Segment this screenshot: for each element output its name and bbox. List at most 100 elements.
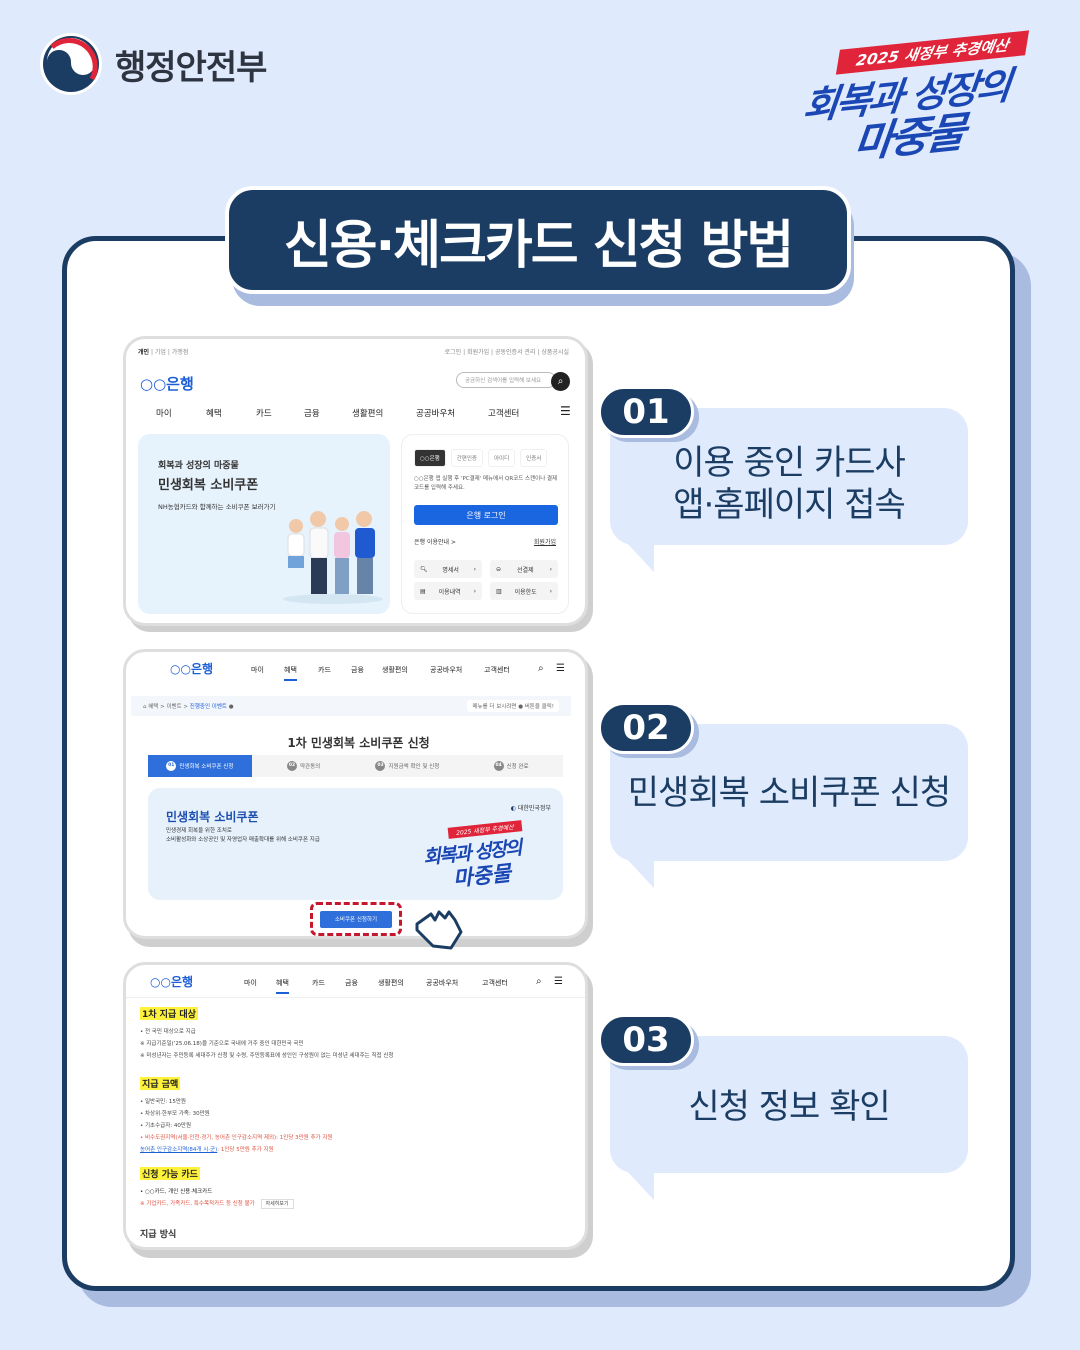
nav-my[interactable]: 마이 bbox=[156, 409, 172, 419]
products-link[interactable]: 상품공시실 bbox=[541, 349, 569, 356]
nav-finance[interactable]: 금융 bbox=[351, 666, 364, 674]
login-tab-cert[interactable]: 인증서 bbox=[520, 449, 548, 467]
signup-link[interactable]: 회원가입 bbox=[533, 539, 556, 546]
nav-card[interactable]: 카드 bbox=[312, 979, 325, 987]
login-tab-bank[interactable]: ○○은행 bbox=[414, 449, 446, 467]
login-link[interactable]: 로그인 bbox=[444, 349, 462, 356]
login-panel: ○○은행 간편인증 아이디 인증서 ○○은행 앱 실행 후 'PC결제' 메뉴에… bbox=[401, 434, 569, 614]
quick-history[interactable]: ▤이용내역› bbox=[414, 582, 482, 600]
login-desc: ○○은행 앱 실행 후 'PC결제' 메뉴에서 QR코드 스캔이나 결제코드를 … bbox=[414, 476, 558, 491]
target-line: ※ 지급기준일('25.06.18)을 기준으로 국내에 거주 중인 대한민국 … bbox=[140, 1041, 304, 1047]
chart-icon: ▥ bbox=[496, 587, 502, 595]
signup-link[interactable]: 회원가입 bbox=[467, 349, 490, 356]
coupon-info-box: 민생회복 소비쿠폰 민생경제 회복을 위한 조치로 소비활성화와 소상공인 및 … bbox=[148, 788, 563, 900]
crumb-event[interactable]: 이벤트 bbox=[166, 704, 182, 710]
menu-icon[interactable]: ☰ bbox=[556, 663, 565, 674]
step3-text: 신청 정보 확인 bbox=[688, 1087, 890, 1127]
nav-benefits-active[interactable]: 혜택 bbox=[284, 665, 297, 681]
crumb-benefits[interactable]: 혜택 bbox=[148, 704, 159, 710]
search-input[interactable]: 궁금하신 검색어를 입력해 보세요 bbox=[456, 372, 556, 388]
nav-life[interactable]: 생활편의 bbox=[352, 409, 384, 419]
bank-logo[interactable]: ○○은행 bbox=[140, 375, 194, 393]
quick-label: 이용한도 bbox=[514, 588, 537, 596]
gov-label: ◐ 대한민국정부 bbox=[510, 805, 551, 812]
search-icon[interactable]: ⌕ bbox=[536, 976, 542, 987]
nav-life[interactable]: 생활편의 bbox=[378, 979, 404, 987]
rural-area-link[interactable]: 농어촌 인구감소지역(84개 시·군) bbox=[140, 1147, 218, 1153]
prepay-icon: ⊖ bbox=[496, 565, 502, 573]
target-heading: 1차 지급 대상 bbox=[140, 1007, 198, 1020]
taegeuk-icon bbox=[43, 36, 99, 92]
nav-benefits[interactable]: 혜택 bbox=[206, 409, 222, 419]
amount-line: • 일반국민: 15만원 bbox=[140, 1099, 186, 1105]
nav-voucher[interactable]: 공공바우처 bbox=[426, 979, 459, 987]
apply-coupon-button[interactable]: 소비쿠폰 신청하기 bbox=[320, 910, 392, 928]
nav-life[interactable]: 생활편의 bbox=[382, 666, 408, 674]
screenshot-coupon-apply: ○○은행 마이 혜택 카드 금융 생활편의 공공바우처 고객센터 ⌕ ☰ ⌂ 혜… bbox=[123, 649, 588, 950]
bank-login-button[interactable]: 은행 로그인 bbox=[414, 505, 558, 525]
method-heading: 지급 방식 bbox=[140, 1230, 177, 1240]
cards-line: • ○○카드, 개인 신용·체크카드 bbox=[140, 1189, 213, 1195]
login-tab-simple[interactable]: 간편인증 bbox=[450, 449, 483, 467]
certificate-link[interactable]: 공동인증서 관리 bbox=[494, 349, 536, 356]
step1-number-badge: 01 bbox=[598, 386, 694, 438]
quick-label: 선결제 bbox=[517, 566, 534, 574]
login-tab-id[interactable]: 아이디 bbox=[487, 449, 516, 467]
target-section: 1차 지급 대상 • 전 국민 대상으로 지급 ※ 지급기준일('25.06.1… bbox=[140, 1007, 393, 1062]
magnifier-icon: 🔍︎ bbox=[420, 565, 428, 573]
page-title: 신용·체크카드 신청 방법 bbox=[225, 186, 851, 294]
coupon-desc2: 소비활성화와 소상공인 및 자영업자 매출확대를 위해 소비쿠폰 지급 bbox=[166, 837, 320, 843]
taegeuk-icon: ◐ bbox=[510, 805, 516, 812]
screenshot-bank-home: 개인 | 기업 | 가맹점 로그인 | 회원가입 | 공동인증서 관리 | 상품… bbox=[123, 336, 588, 626]
breadcrumb-hint: 메뉴를 더 보시려면 ● 버튼을 클릭! bbox=[467, 700, 559, 712]
search-icon[interactable]: ⌕ bbox=[538, 663, 544, 674]
coupon-desc1: 민생경제 회복을 위한 조치로 bbox=[166, 828, 232, 834]
tab-personal[interactable]: 개인 bbox=[138, 349, 150, 356]
coupon-title: 민생회복 소비쿠폰 bbox=[166, 810, 259, 824]
nav-card[interactable]: 카드 bbox=[256, 409, 272, 419]
nav-benefits-active[interactable]: 혜택 bbox=[276, 978, 289, 994]
bank-logo[interactable]: ○○은행 bbox=[170, 662, 214, 676]
tab-business[interactable]: 기업 bbox=[154, 349, 166, 356]
target-line: • 전 국민 대상으로 지급 bbox=[140, 1029, 196, 1035]
apply-page-title: 1차 민생회복 소비쿠폰 신청 bbox=[287, 736, 430, 750]
quick-limit[interactable]: ▥이용한도› bbox=[490, 582, 558, 600]
nav-support[interactable]: 고객센터 bbox=[482, 979, 508, 987]
nav-voucher[interactable]: 공공바우처 bbox=[416, 409, 456, 419]
nav-my[interactable]: 마이 bbox=[251, 666, 264, 674]
coupon-banner[interactable]: 회복과 성장의 마중물 민생회복 소비쿠폰 NH농협카드와 함께하는 소비쿠폰 … bbox=[138, 434, 390, 614]
bank-logo[interactable]: ○○은행 bbox=[150, 975, 194, 989]
quick-label: 명세서 bbox=[442, 566, 459, 574]
nav-my[interactable]: 마이 bbox=[244, 979, 257, 987]
home-icon[interactable]: ⌂ bbox=[143, 704, 147, 710]
quick-prepay[interactable]: ⊖선결제› bbox=[490, 560, 558, 578]
menu-icon[interactable]: ☰ bbox=[554, 976, 563, 987]
tab-merchant[interactable]: 가맹점 bbox=[171, 349, 189, 356]
promo-logo: 2025 새정부 추경예산 회복과 성장의 마중물 bbox=[795, 30, 1050, 170]
login-tabs: ○○은행 간편인증 아이디 인증서 bbox=[414, 449, 548, 467]
quick-label: 이용내역 bbox=[438, 588, 461, 596]
nav-finance[interactable]: 금융 bbox=[304, 409, 320, 419]
people-illustration bbox=[283, 511, 383, 604]
nav-finance[interactable]: 금융 bbox=[345, 979, 358, 987]
amount-red-line: • 비수도권지역(서울·인천·경기, 농어촌 인구감소지역 제외): 1인당 3… bbox=[140, 1135, 333, 1141]
cards-heading: 신청 가능 카드 bbox=[140, 1167, 200, 1180]
crumb-ongoing[interactable]: 진행중인 이벤트 bbox=[189, 704, 227, 710]
nav-voucher[interactable]: 공공바우처 bbox=[430, 666, 463, 674]
detail-button[interactable]: 자세히보기 bbox=[260, 1199, 294, 1209]
nav-support[interactable]: 고객센터 bbox=[488, 409, 520, 419]
bank-guide-link[interactable]: 은행 이용안내 > bbox=[414, 539, 456, 546]
nav-support[interactable]: 고객센터 bbox=[484, 666, 510, 674]
quick-statement[interactable]: 🔍︎명세서› bbox=[414, 560, 482, 578]
amount-heading: 지급 금액 bbox=[140, 1077, 181, 1090]
menu-icon[interactable]: ☰ bbox=[560, 404, 571, 418]
banner-subtitle: 회복과 성장의 마중물 bbox=[158, 461, 239, 471]
nav-card[interactable]: 카드 bbox=[318, 666, 331, 674]
search-icon[interactable]: ⌕ bbox=[551, 372, 570, 391]
